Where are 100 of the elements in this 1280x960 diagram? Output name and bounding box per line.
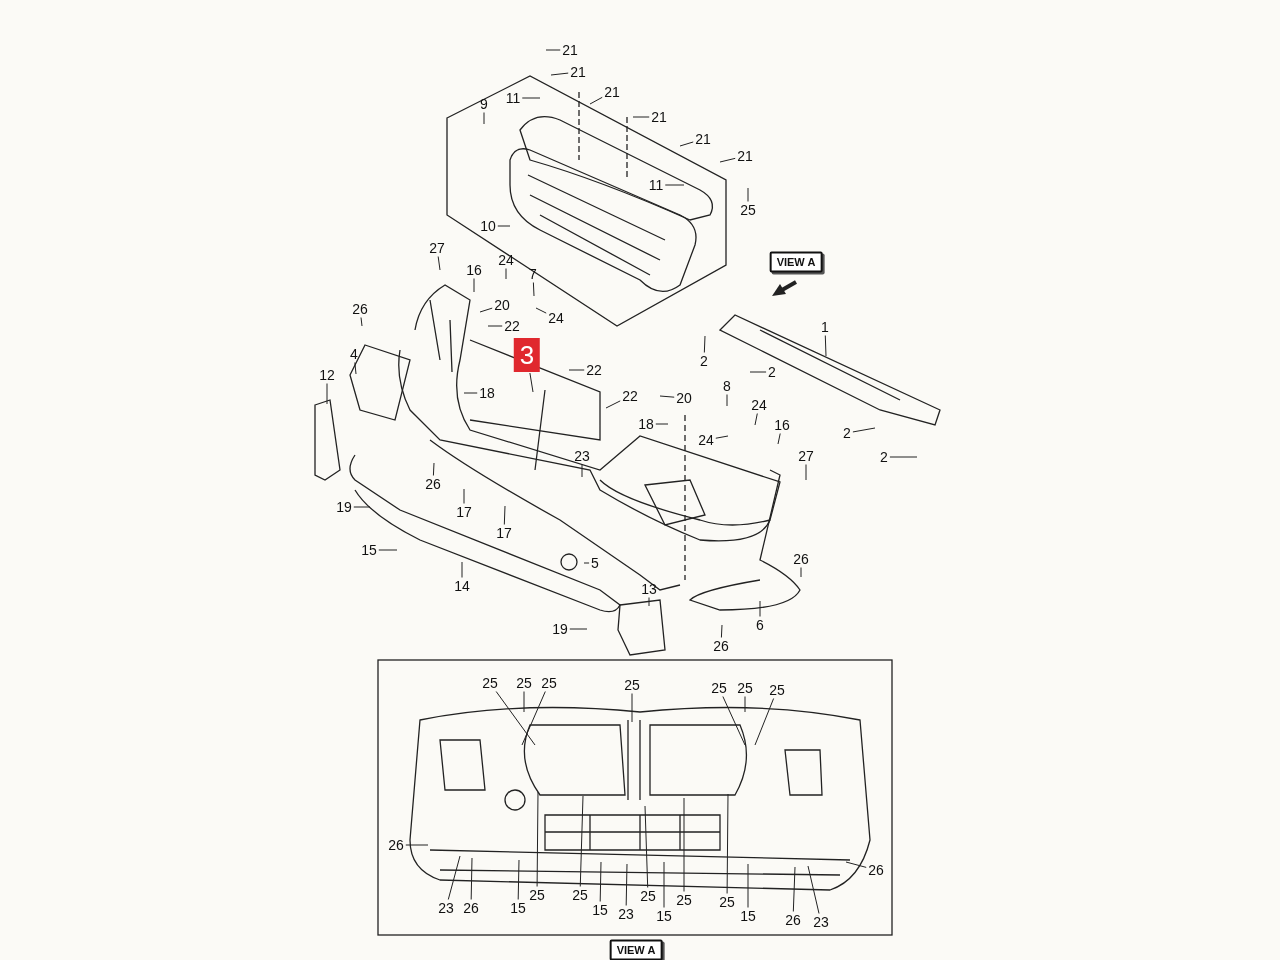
leader-line xyxy=(569,628,588,630)
callout-number: 13 xyxy=(640,581,658,597)
leader-line xyxy=(479,307,493,313)
callout-number: 24 xyxy=(750,397,768,413)
leader-line xyxy=(447,855,461,900)
callout-number: 17 xyxy=(495,525,513,541)
callout-number: 26 xyxy=(351,301,369,317)
callout-number: 22 xyxy=(585,362,603,378)
callout-number: 21 xyxy=(650,109,668,125)
leader-line xyxy=(581,464,583,478)
callout-number: 18 xyxy=(637,416,655,432)
leader-line xyxy=(495,691,536,746)
callout-number: 21 xyxy=(603,84,621,100)
leader-line xyxy=(545,49,561,51)
leader-line xyxy=(532,282,535,297)
leader-line xyxy=(354,362,357,375)
leader-line xyxy=(648,597,650,607)
leader-line xyxy=(726,394,728,407)
leader-line xyxy=(483,112,485,125)
leader-line xyxy=(353,506,371,508)
callout-number: 8 xyxy=(722,378,732,394)
callout-number: 22 xyxy=(503,318,521,334)
leader-line xyxy=(715,435,729,439)
leader-line xyxy=(505,268,507,280)
leader-line xyxy=(777,433,781,445)
leader-line xyxy=(599,861,602,902)
callout-number: 25 xyxy=(768,682,786,698)
callout-number: 26 xyxy=(387,837,405,853)
callout-number: 21 xyxy=(694,131,712,147)
leader-line xyxy=(463,392,478,394)
leader-line xyxy=(659,395,675,398)
leader-line xyxy=(747,863,749,908)
leader-line xyxy=(536,791,539,887)
callout-number: 15 xyxy=(509,900,527,916)
leader-line xyxy=(326,383,328,405)
callout-number: 25 xyxy=(675,892,693,908)
callout-number: 16 xyxy=(773,417,791,433)
callout-number: 25 xyxy=(623,677,641,693)
callout-number: 26 xyxy=(712,638,730,654)
callout-number: 26 xyxy=(462,900,480,916)
leader-line xyxy=(726,793,729,894)
leader-line xyxy=(852,427,876,433)
leader-line xyxy=(679,141,694,147)
callout-number: 25 xyxy=(540,675,558,691)
callout-number: 15 xyxy=(655,908,673,924)
callout-number: 15 xyxy=(739,908,757,924)
leader-line xyxy=(664,184,685,186)
view-label: VIEW A xyxy=(769,251,823,273)
callout-number: 4 xyxy=(349,346,359,362)
leader-line xyxy=(568,369,585,371)
callout-number: 5 xyxy=(590,555,600,571)
leader-line xyxy=(583,562,590,564)
callout-number: 25 xyxy=(481,675,499,691)
leader-line xyxy=(744,696,746,713)
callout-number: 20 xyxy=(675,390,693,406)
leader-line xyxy=(720,624,723,638)
callout-number: 1 xyxy=(820,319,830,335)
callout-number: 3 xyxy=(513,338,541,372)
leader-line xyxy=(589,96,603,105)
leader-line xyxy=(432,462,435,476)
callout-number: 17 xyxy=(455,504,473,520)
leader-line xyxy=(523,691,525,713)
callout-number: 14 xyxy=(453,578,471,594)
callout-number: 19 xyxy=(551,621,569,637)
leader-line xyxy=(644,805,649,888)
leader-line xyxy=(655,423,669,425)
callout-number: 2 xyxy=(842,425,852,441)
callout-number: 21 xyxy=(561,42,579,58)
leader-line xyxy=(632,116,650,118)
callout-number: 26 xyxy=(784,912,802,928)
callout-number: 27 xyxy=(428,240,446,256)
callout-number: 12 xyxy=(318,367,336,383)
leader-line xyxy=(605,400,621,409)
leader-line xyxy=(754,698,775,746)
callout-number: 2 xyxy=(699,353,709,369)
callout-number: 11 xyxy=(647,177,665,193)
leader-line xyxy=(683,797,685,892)
callout-number: 23 xyxy=(573,448,591,464)
leader-line xyxy=(517,859,520,900)
leader-line xyxy=(437,256,441,271)
callout-number: 18 xyxy=(478,385,496,401)
callout-number: 16 xyxy=(465,262,483,278)
callout-number: 25 xyxy=(515,675,533,691)
callout-number: 24 xyxy=(497,252,515,268)
callout-number: 11 xyxy=(504,90,522,106)
callout-number: 25 xyxy=(571,887,589,903)
callout-number: 9 xyxy=(479,96,489,112)
callout-number: 25 xyxy=(718,894,736,910)
leader-line xyxy=(663,861,665,908)
leader-line xyxy=(754,413,758,426)
callout-number: 23 xyxy=(437,900,455,916)
leader-line xyxy=(749,371,767,373)
callout-number: 24 xyxy=(697,432,715,448)
leader-line xyxy=(807,865,820,914)
callout-number: 22 xyxy=(621,388,639,404)
leader-line xyxy=(805,464,807,481)
leader-line xyxy=(719,157,736,163)
leader-line xyxy=(759,600,761,617)
callout-number: 26 xyxy=(867,862,885,878)
callout-number: 2 xyxy=(767,364,777,380)
